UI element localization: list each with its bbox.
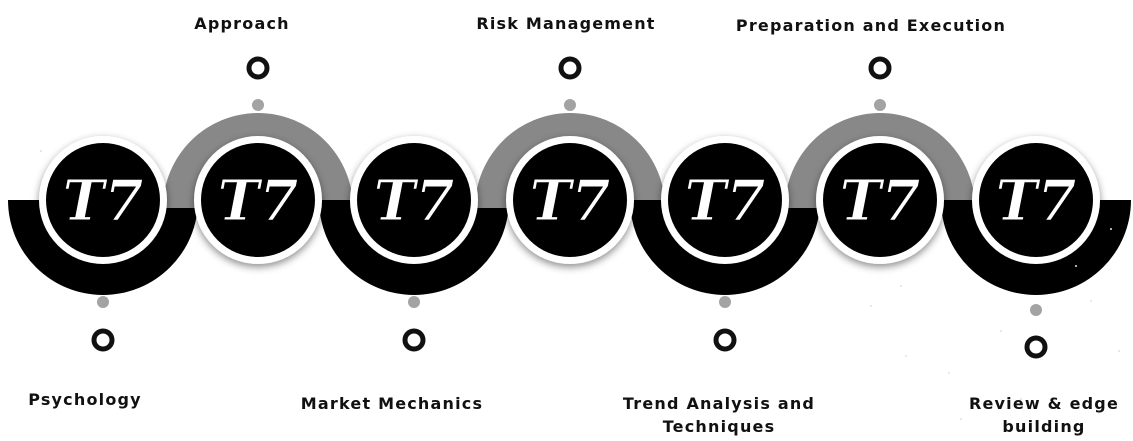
- step-label: Preparation and Execution: [736, 14, 1006, 37]
- step-label-line: building: [1002, 417, 1086, 436]
- background-speck: [1000, 330, 1002, 332]
- step-label-line: Risk Management: [476, 14, 656, 33]
- step-label-line: Psychology: [28, 390, 142, 409]
- step-node: T7: [661, 136, 789, 264]
- t7-logo: T7: [840, 168, 921, 234]
- background-speck: [1020, 398, 1022, 400]
- node-circle: [513, 143, 627, 257]
- t7-logo: T7: [996, 168, 1077, 234]
- hollow-ring-marker: [868, 56, 892, 80]
- hollow-ring-marker: [246, 56, 270, 80]
- background-speck: [960, 418, 962, 420]
- step-node: T7: [972, 136, 1100, 264]
- step-label-line: Review & edge: [968, 394, 1120, 413]
- background-speck: [40, 150, 42, 152]
- small-dot: [564, 99, 576, 111]
- t7-logo: T7: [218, 168, 299, 234]
- step-label-line: Trend Analysis and: [622, 394, 816, 413]
- step-label: Risk Management: [476, 12, 655, 35]
- step-label-line: Techniques: [662, 417, 776, 436]
- hollow-ring-marker: [1024, 335, 1048, 359]
- small-dot: [408, 296, 420, 308]
- background-speck: [905, 355, 907, 357]
- background-speck: [1110, 228, 1112, 230]
- step-node: T7: [506, 136, 634, 264]
- step-node: T7: [39, 136, 167, 264]
- step-label: Market Mechanics: [301, 392, 483, 415]
- background-speck: [1118, 350, 1120, 352]
- step-label: Review & edge building: [969, 392, 1119, 438]
- node-circle: [668, 143, 782, 257]
- background-speck: [948, 372, 950, 374]
- small-dot: [97, 296, 109, 308]
- hollow-ring-marker: [402, 328, 426, 352]
- background-speck: [900, 285, 902, 287]
- step-node: T7: [816, 136, 944, 264]
- step-label-line: Approach: [194, 14, 290, 33]
- step-label-line: Market Mechanics: [300, 394, 484, 413]
- small-dot: [1030, 304, 1042, 316]
- hollow-ring-marker: [91, 328, 115, 352]
- hollow-ring-marker: [713, 328, 737, 352]
- step-node: T7: [350, 136, 478, 264]
- node-circle: [979, 143, 1093, 257]
- background-speck: [1090, 300, 1092, 302]
- small-dot: [719, 296, 731, 308]
- node-circle: [357, 143, 471, 257]
- t7-logo: T7: [530, 168, 611, 234]
- hollow-ring-marker: [558, 56, 582, 80]
- background-speck: [870, 305, 872, 307]
- step-node: T7: [194, 136, 322, 264]
- t7-logo: T7: [685, 168, 766, 234]
- node-circle: [46, 143, 160, 257]
- small-dot: [874, 99, 886, 111]
- t7-logo: T7: [374, 168, 455, 234]
- node-circle: [201, 143, 315, 257]
- small-dot: [252, 99, 264, 111]
- background-speck: [1075, 265, 1077, 267]
- step-label: Psychology: [28, 388, 142, 411]
- node-circle: [823, 143, 937, 257]
- t7-logo: T7: [63, 168, 144, 234]
- step-label-line: Preparation and Execution: [735, 16, 1007, 35]
- step-label: Approach: [194, 12, 289, 35]
